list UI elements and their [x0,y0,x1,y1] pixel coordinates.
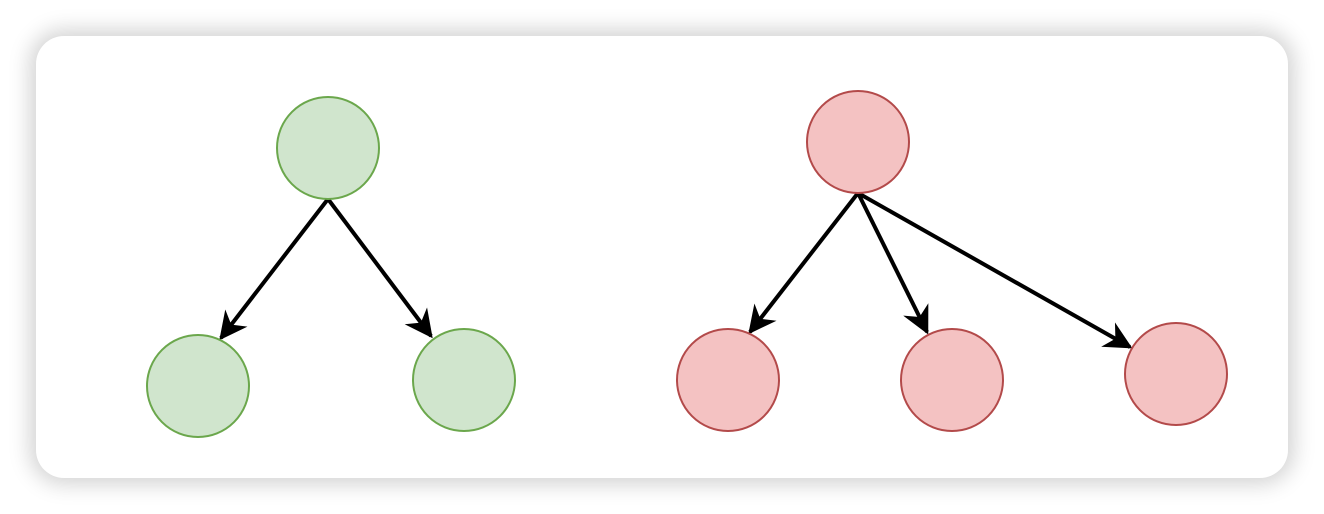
red-root-node [806,90,910,194]
red-tree [676,90,1228,432]
edge-green-root-to-right [326,197,433,339]
red-left-child-node [676,328,780,432]
edge-green-root-to-left [219,197,330,341]
green-left-child-node [146,334,250,438]
red-middle-child-node [900,328,1004,432]
green-right-child-node [412,328,516,432]
green-tree [146,96,516,438]
edge-red-root-to-middle [856,192,929,335]
edge-red-root-to-right [857,191,1133,349]
edge-red-root-to-left [748,191,860,335]
red-right-child-node [1124,322,1228,426]
green-root-node [276,96,380,200]
